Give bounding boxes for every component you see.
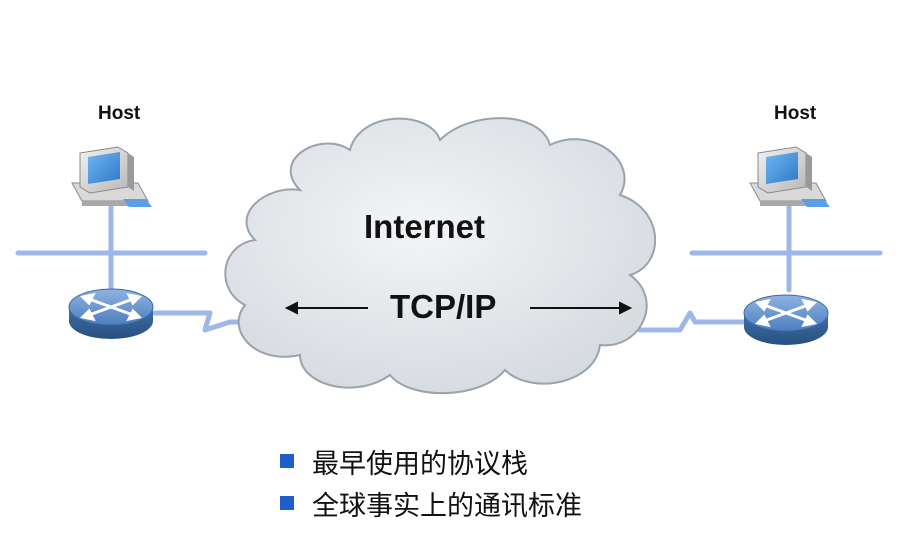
right-network-lines [637,202,883,333]
bullet-text: 最早使用的协议栈 [312,448,528,480]
square-bullet-icon [280,496,294,510]
bullet-list: 最早使用的协议栈 全球事实上的通讯标准 [280,440,582,524]
left-host-label: Host [98,103,141,124]
cloud-icon [224,117,656,395]
router-icon [68,288,154,339]
bullet-text: 全球事实上的通讯标准 [312,490,582,522]
list-item: 全球事实上的通讯标准 [280,482,582,524]
protocol-label: TCP/IP [390,288,497,325]
square-bullet-icon [280,454,294,468]
list-item: 最早使用的协议栈 [280,440,582,482]
computer-icon [71,146,152,207]
cloud-label: Internet [364,208,486,245]
router-icon [743,294,829,345]
arrow-left-icon [284,301,368,315]
computer-icon [749,146,830,207]
arrow-right-icon [530,301,633,315]
right-host-label: Host [774,103,817,124]
